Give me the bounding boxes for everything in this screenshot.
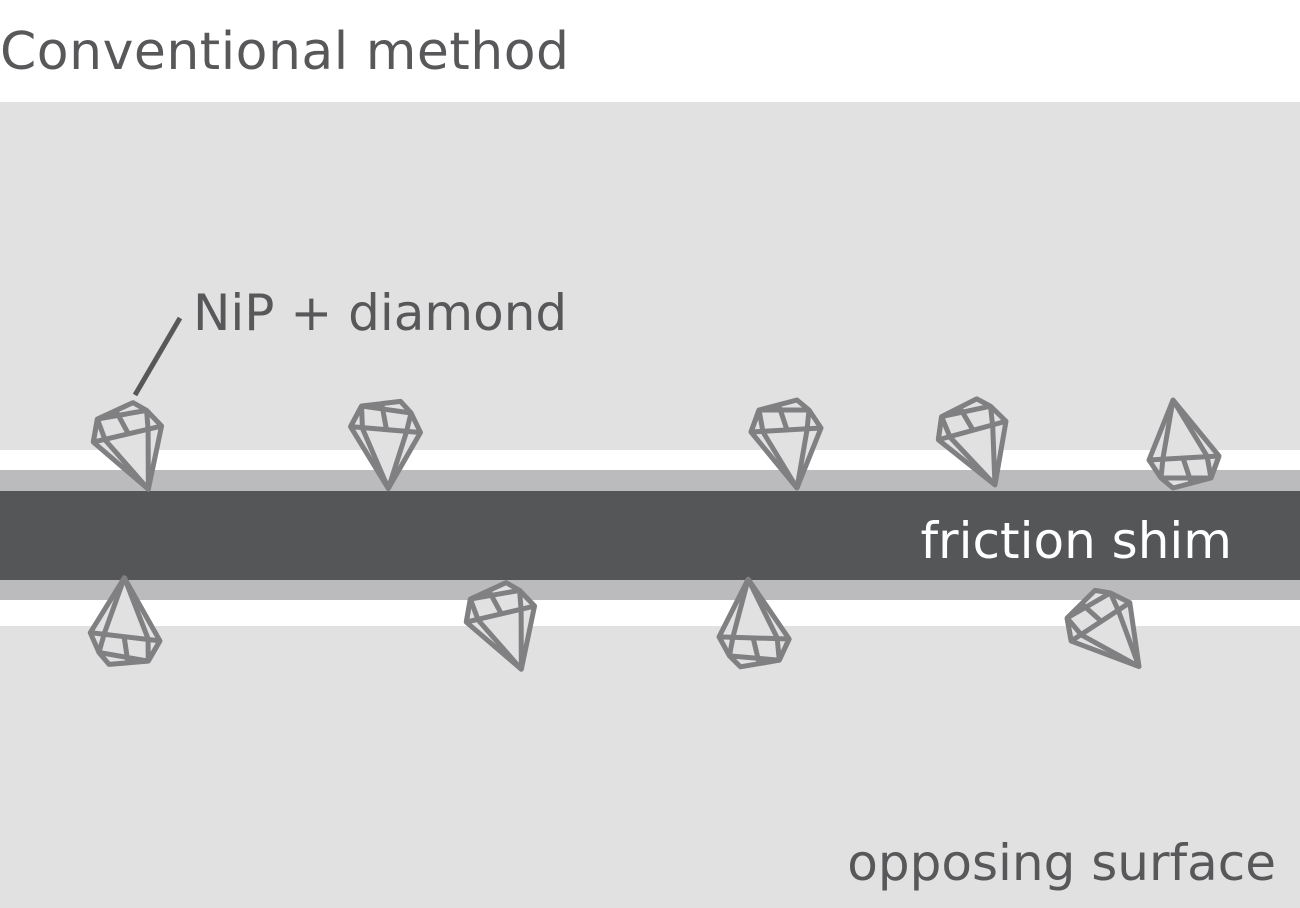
upper-region <box>0 102 1300 450</box>
friction-shim <box>0 491 1300 580</box>
upper-gap <box>0 450 1300 470</box>
upper-coating-layer <box>0 470 1300 491</box>
lower-coating-layer <box>0 580 1300 600</box>
surface-label: opposing surface <box>847 834 1276 892</box>
coating-label: NiP + diamond <box>193 284 567 342</box>
shim-label: friction shim <box>920 512 1232 570</box>
diagram-title: Conventional method <box>0 22 570 82</box>
opposing-surface <box>0 626 1300 908</box>
coating-leader-line <box>132 316 183 397</box>
